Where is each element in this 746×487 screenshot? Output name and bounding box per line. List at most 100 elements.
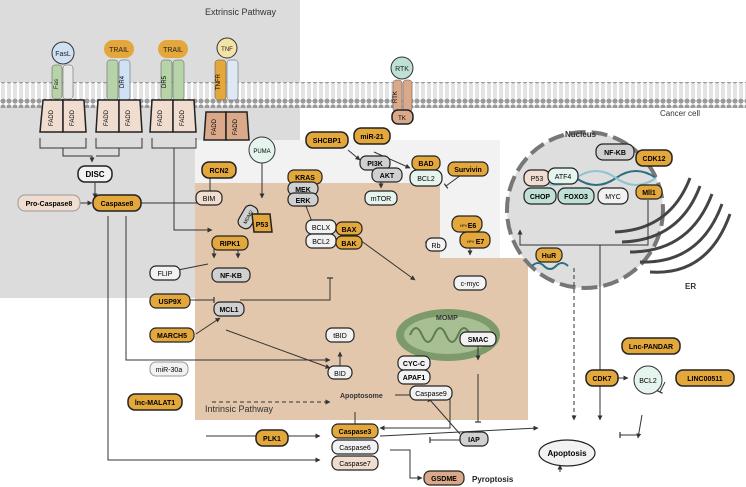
apoptosis-label: Apoptosis [547,449,587,458]
fasl-label: FasL [55,51,71,58]
node-bid: BID [327,365,353,380]
cmyc-label: c-myc [461,281,480,288]
n-nfkb-label: NF-KB [604,150,626,157]
nfkb-label: NF-KB [220,273,242,280]
nucleus-label: Nucleus [565,130,597,139]
node-cmyc: c-myc [453,275,487,291]
rb-label: Rb [432,243,441,250]
node-bax: BAX [335,221,363,236]
linc00511-label: LINC00511 [687,376,723,383]
node-gsdme: GSDME [423,470,465,486]
node-ripk1: RIPK1 [211,235,249,251]
bad-label: BAD [418,161,433,168]
puma-label: PUMA [253,149,270,155]
caspase9-label: Caspase9 [415,391,447,398]
receptor-dr4: TRAIL DR4 FADD FADD [95,40,143,133]
node-pro-caspase8: Pro-Caspase8 [17,194,81,212]
node-mll1: Mll1 [635,184,663,200]
bax-label: BAX [342,227,357,234]
node-apoptosis: Apoptosis [538,439,596,467]
node-lnc-malat1: lnc-MALAT1 [127,393,183,411]
trail2-label: TRAIL [163,47,183,54]
node-lnc-pandar: Lnc-PANDAR [621,337,681,355]
receptor-rtk: RTK RTK TK [390,56,414,125]
tk-label: TK [398,116,406,122]
receptor-dr5: TRAIL DR5 FADD FADD [149,40,197,133]
e7-label: E7 [476,239,485,246]
plk1-label: PLK1 [263,436,281,443]
akt-label: AKT [380,173,395,180]
node-n-chop: CHOP [523,187,557,205]
fadd-label: FADD [104,109,110,126]
lnc-pandar-label: Lnc-PANDAR [629,344,673,351]
n-atf4-label: ATF4 [555,174,572,181]
lnc-malat1-label: lnc-MALAT1 [135,400,175,407]
apoptosome-label: Apoptosome [340,393,383,400]
fas-label: Fas [54,79,60,89]
disc-label: DISC [85,170,104,179]
node-bclx: BCLX [305,219,337,235]
er-label: ER [685,282,696,291]
node-smac: SMAC [459,331,497,347]
mek-label: MEK [295,187,311,194]
node-cycc: CYC-C [397,355,431,371]
fadd-label: FADD [233,118,239,135]
smac-label: SMAC [468,337,489,344]
mrna-strand [531,262,569,270]
receptor-fas: FasL Fas FADD FADD [39,41,87,133]
mtor-label: mTOR [371,196,391,203]
tbid-label: tBID [333,333,347,340]
node-usp9x: USP9X [149,293,191,309]
rtk-top-label: RTK [395,66,409,73]
cycc-label: CYC-C [403,361,425,368]
node-cdk7: CDK7 [585,369,619,387]
rcn2-label: RCN2 [209,168,228,175]
node-tbid: tBID [325,327,355,343]
usp9x-label: USP9X [159,299,182,306]
caspase6-label: Caspase6 [339,445,371,452]
bclx-label: BCLX [312,225,331,232]
pyroptosis-label: Pyroptosis [472,475,514,484]
node-mir30a: miR-30a [149,361,189,377]
p53-label: P53 [256,222,269,229]
node-flip: FLIP [149,265,181,281]
hpv-label: HPV [467,240,475,244]
cdk7-label: CDK7 [592,376,611,383]
n-p53-label: P53 [531,176,544,183]
receptor-tnfr: TNF TNFR FADD FADD [203,37,250,141]
mir30a-label: miR-30a [156,367,183,374]
caspase3-label: Caspase3 [339,429,372,436]
fadd-label: FADD [49,109,55,126]
n-myc-label: MYC [605,194,621,201]
rtk-side-label: RTK [393,91,399,103]
node-puma: PUMA [248,136,276,164]
node-shcbp1: SHCBP1 [305,131,349,149]
node-rb: Rb [425,237,447,252]
hpv-label: HPV [460,224,468,228]
bim-label: BIM [203,196,216,203]
fadd-label: FADD [158,109,164,126]
apaf1-label: APAF1 [403,375,426,382]
dr4-label: DR4 [120,75,126,88]
node-mcl1: MCL1 [213,301,245,317]
node-plk1: PLK1 [255,429,289,447]
fadd-label: FADD [180,109,186,126]
node-caspase8: Caspase8 [92,194,142,212]
node-bcl2-right: BCL2 [633,365,663,395]
bak-label: BAK [341,241,356,248]
er-structure [614,177,732,274]
hur-label: HuR [542,253,556,260]
node-hur: HuR [535,247,563,263]
gsdme-label: GSDME [431,476,457,483]
node-bim: BIM [195,190,223,206]
n-foxo3-label: FOXO3 [564,194,588,201]
node-bak: BAK [335,235,363,250]
node-march5: MARCH5 [149,327,195,343]
march5-label: MARCH5 [157,333,187,340]
node-bcl2-mid: BCL2 [305,233,337,249]
survivin-label: Survivin [454,167,482,174]
caspase8-label: Caspase8 [101,201,134,208]
